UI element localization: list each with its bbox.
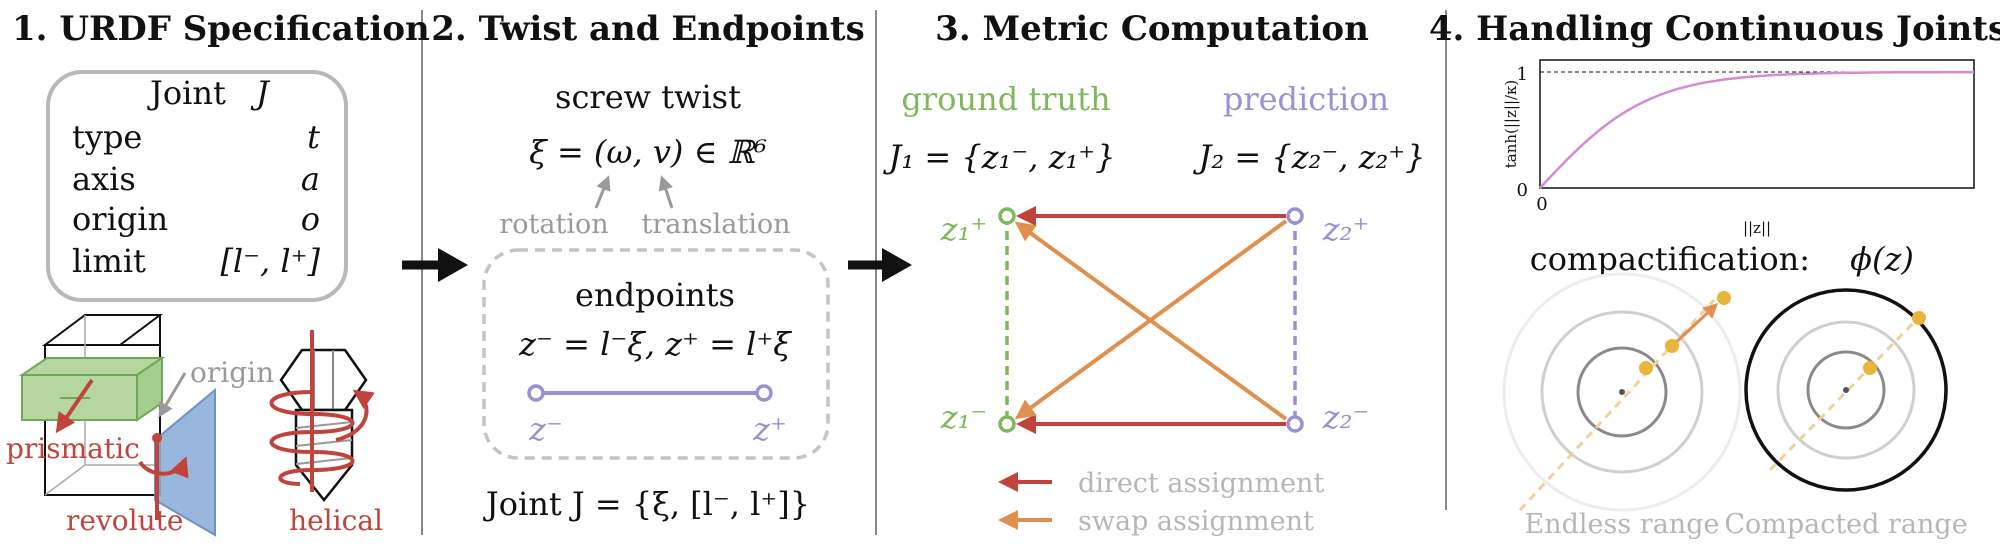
- z1-minus-label: z₁⁻: [940, 398, 988, 436]
- swap-arrow-2: [1014, 221, 1288, 421]
- row-type-key: type: [72, 118, 142, 156]
- j1-equation: J₁ = {z₁⁻, z₁⁺}: [882, 138, 1115, 176]
- compacted-range-label: Compacted range: [1724, 509, 1967, 540]
- joint-equation: Joint J = {ξ, [l⁻, l⁺]}: [483, 485, 810, 523]
- panel-1-title: 1. URDF Specification: [12, 9, 430, 49]
- panel-3-title: 3. Metric Computation: [935, 9, 1369, 49]
- twist-equation: ξ = (ω, v) ∈ ℝ⁶: [529, 133, 767, 171]
- translation-pointer: [658, 175, 674, 209]
- flow-arrow-2: [848, 248, 912, 282]
- z2-minus-label: z₂⁻: [1322, 398, 1370, 436]
- x-axis-label: ||z||: [1743, 219, 1771, 237]
- z-plus-label: z⁺: [752, 410, 787, 448]
- endpoints-box: [482, 248, 830, 460]
- joint-box-var: J: [250, 74, 271, 112]
- revolute-label: revolute: [66, 504, 183, 537]
- helical-label: helical: [289, 504, 383, 537]
- ground-truth-label: ground truth: [901, 80, 1110, 118]
- j2-equation: J₂ = {z₂⁻, z₂⁺}: [1192, 138, 1425, 176]
- prismatic-label: prismatic: [6, 432, 140, 465]
- rotation-label: rotation: [499, 209, 608, 240]
- row-limit-val: [l⁻, l⁺]: [220, 242, 320, 280]
- row-origin-val: o: [301, 200, 320, 238]
- legend-swap-label: swap assignment: [1078, 506, 1314, 537]
- screw-twist-label: screw twist: [555, 78, 741, 116]
- z2-minus-node: [1286, 415, 1304, 433]
- z1-plus-label: z₁⁺: [940, 210, 988, 248]
- row-axis-key: axis: [72, 160, 136, 198]
- flow-arrow-1: [402, 248, 468, 282]
- helical-screw-illustration: [269, 330, 375, 503]
- prismatic-revolute-illustration: [18, 314, 216, 537]
- legend-direct-label: direct assignment: [1078, 468, 1324, 499]
- endless-range-label: Endless range: [1525, 509, 1720, 540]
- rotation-pointer: [594, 175, 611, 209]
- assignment-graph: [998, 206, 1304, 434]
- phi-label: ϕ(z): [1850, 240, 1914, 278]
- compactification-label: compactification:: [1530, 240, 1810, 278]
- origin-label: origin: [190, 356, 274, 389]
- tanh-curve: [1539, 70, 1974, 189]
- endpoints-equation: z⁻ = l⁻ξ, z⁺ = l⁺ξ: [518, 325, 792, 363]
- endpoints-label: endpoints: [575, 276, 735, 314]
- row-type-val: t: [307, 118, 320, 156]
- z2-plus-label: z₂⁺: [1322, 210, 1370, 248]
- x-tick-0: 0: [1536, 194, 1547, 215]
- y-tick-1: 1: [1517, 64, 1528, 85]
- joint-box-title: Joint: [147, 74, 226, 112]
- z-plus-point: [755, 384, 773, 402]
- row-limit-key: limit: [72, 242, 146, 280]
- row-axis-val: a: [301, 160, 320, 198]
- translation-label: translation: [642, 209, 791, 240]
- prediction-label: prediction: [1223, 80, 1389, 118]
- tanh-plot: [1539, 59, 1975, 189]
- swap-arrow-1: [1014, 219, 1288, 420]
- plot-frame: [1539, 59, 1975, 189]
- compacted-range-illustration: [1744, 288, 1948, 492]
- y-tick-0: 0: [1517, 180, 1528, 201]
- z1-plus-node: [998, 207, 1016, 225]
- z-minus-point: [527, 384, 545, 402]
- z-minus-label: z⁻: [528, 410, 563, 448]
- y-axis-label: tanh(||z||/κ): [1502, 80, 1520, 169]
- endless-range-illustration: [1502, 272, 1742, 512]
- row-origin-key: origin: [72, 200, 168, 238]
- joint-spec-box: [46, 70, 348, 302]
- panel-2-title: 2. Twist and Endpoints: [431, 9, 864, 49]
- panel-4-title: 4. Handling Continuous Joints: [1429, 9, 2000, 49]
- z1-minus-node: [998, 415, 1016, 433]
- z2-plus-node: [1286, 207, 1304, 225]
